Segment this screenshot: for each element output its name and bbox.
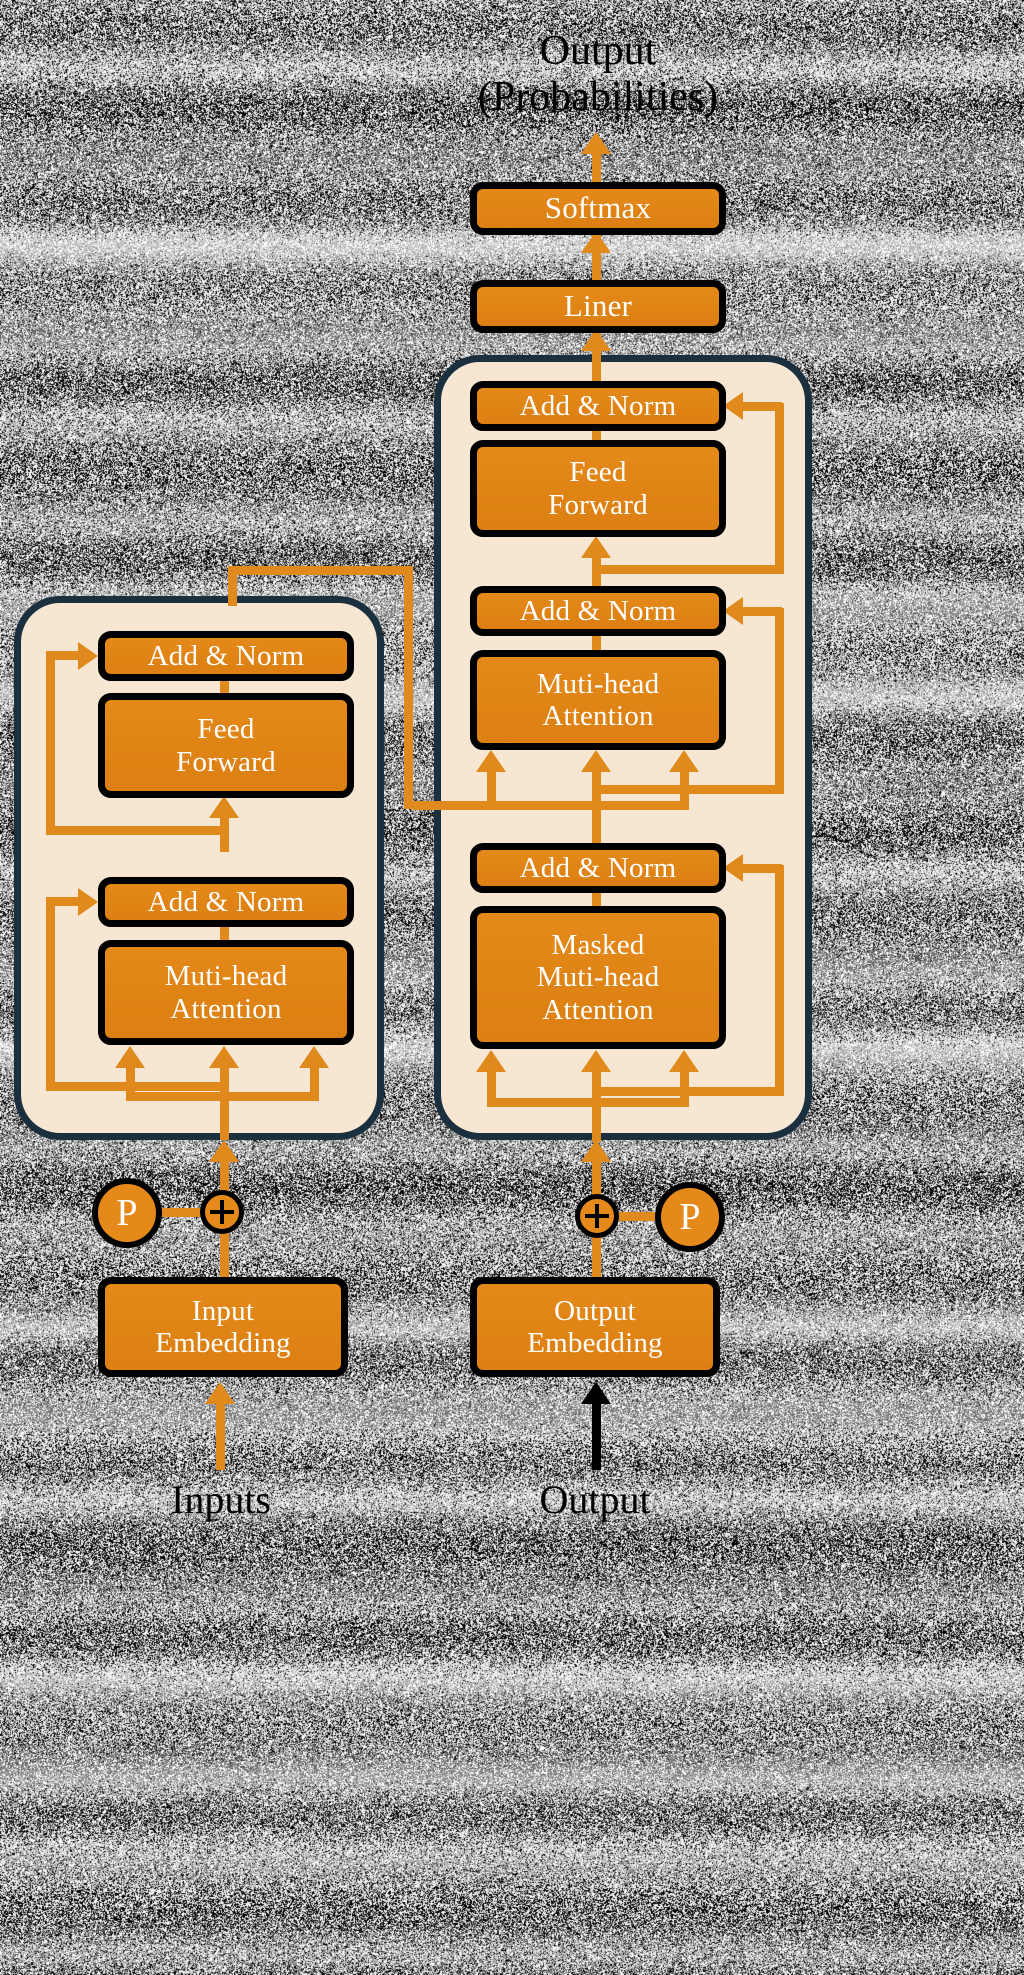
output-to-embedding-head xyxy=(581,1382,611,1404)
encoder-multi-head-attention[interactable]: Muti-head Attention xyxy=(98,940,354,1045)
decoder-addnorm2-to-ff-line xyxy=(592,556,601,588)
encoder-addnorm1-to-ff-head xyxy=(209,796,239,818)
decoder-mha-input-head-3 xyxy=(669,750,699,772)
positional-encoding-right-label: P xyxy=(679,1195,700,1239)
arrow-softmax-to-output-line xyxy=(592,152,601,184)
decoder-feed-forward[interactable]: Feed Forward xyxy=(470,440,726,537)
encoder-output-crossbar xyxy=(228,566,413,575)
decoder-masked-input-stem-2 xyxy=(592,1072,601,1142)
encoder-residual-2-left xyxy=(46,652,55,832)
encoder-feed-forward-label: Feed Forward xyxy=(176,713,276,778)
decoder-feed-forward-label: Feed Forward xyxy=(548,456,648,521)
decoder-add-norm-2-label: Add & Norm xyxy=(520,595,677,627)
output-embedding-label: Output Embedding xyxy=(527,1295,663,1360)
decoder-masked-mha-label: Masked Muti-head Attention xyxy=(537,929,660,1026)
encoder-residual-2-bottom xyxy=(46,826,226,835)
decoder-add-norm-2[interactable]: Add & Norm xyxy=(470,586,726,636)
encoder-add-norm-1-label: Add & Norm xyxy=(148,886,305,918)
encoder-residual-1-top xyxy=(46,897,82,906)
decoder-masked-input-head-1 xyxy=(476,1050,506,1072)
decoder-add-norm-1-label: Add & Norm xyxy=(520,852,677,884)
inputs-to-embedding-head xyxy=(205,1382,235,1404)
arrow-softmax-to-output-head xyxy=(581,132,611,154)
liner-label: Liner xyxy=(564,289,632,324)
decoder-add-norm-3-label: Add & Norm xyxy=(520,390,677,422)
decoder-residual-2-right xyxy=(775,608,784,790)
positional-add-right xyxy=(575,1194,619,1238)
decoder-add-norm-3[interactable]: Add & Norm xyxy=(470,381,726,431)
decoder-residual-3-right xyxy=(775,403,784,573)
positional-encoding-left-label: P xyxy=(116,1191,137,1235)
liner-box[interactable]: Liner xyxy=(470,280,726,333)
encoder-input-riser-head xyxy=(209,1140,239,1162)
decoder-residual-1-right xyxy=(775,865,784,1092)
decoder-cross-attention-bus xyxy=(413,801,689,810)
decoder-masked-multi-head-attention[interactable]: Masked Muti-head Attention xyxy=(470,906,726,1049)
decoder-add-norm-1[interactable]: Add & Norm xyxy=(470,843,726,893)
decoder-masked-input-bus xyxy=(487,1098,689,1107)
encoder-addnorm1-to-ff-line xyxy=(220,818,229,852)
output-to-embedding-line xyxy=(592,1404,601,1470)
encoder-mha-input-head-3 xyxy=(299,1046,329,1068)
output-embedding[interactable]: Output Embedding xyxy=(470,1277,720,1377)
decoder-input-riser-head xyxy=(581,1140,611,1162)
encoder-residual-1-left xyxy=(46,898,55,1088)
decoder-residual-1-top xyxy=(742,864,782,873)
softmax-box[interactable]: Softmax xyxy=(470,182,726,235)
decoder-addnorm2-to-ff-head xyxy=(581,536,611,558)
decoder-residual-3-bottom xyxy=(598,565,784,574)
decoder-residual-2-top xyxy=(742,607,782,616)
decoder-residual-1-bottom xyxy=(598,1087,784,1096)
softmax-label: Softmax xyxy=(545,191,651,226)
decoder-masked-input-head-2 xyxy=(581,1050,611,1072)
decoder-residual-3-arrowhead xyxy=(723,392,743,420)
inputs-to-embedding-line xyxy=(216,1404,225,1470)
decoder-multi-head-attention-label: Muti-head Attention xyxy=(537,668,660,733)
encoder-add-norm-2-label: Add & Norm xyxy=(148,640,305,672)
encoder-mha-input-stem-2 xyxy=(220,1068,229,1140)
encoder-output-dropper xyxy=(404,566,413,809)
encoder-multi-head-attention-label: Muti-head Attention xyxy=(165,960,288,1025)
decoder-residual-3-top xyxy=(742,402,782,411)
encoder-residual-1-arrowhead xyxy=(78,888,98,916)
encoder-mha-input-bus xyxy=(126,1092,319,1101)
input-embedding-label: Input Embedding xyxy=(155,1295,291,1360)
encoder-mha-input-head-2 xyxy=(209,1046,239,1068)
positional-encoding-left[interactable]: P xyxy=(92,1178,162,1248)
positional-encoding-right[interactable]: P xyxy=(655,1182,725,1252)
decoder-residual-2-bottom xyxy=(598,785,784,794)
decoder-multi-head-attention[interactable]: Muti-head Attention xyxy=(470,650,726,750)
encoder-add-norm-2[interactable]: Add & Norm xyxy=(98,631,354,681)
positional-add-left xyxy=(200,1190,244,1234)
decoder-residual-1-arrowhead xyxy=(723,854,743,882)
decoder-residual-2-arrowhead xyxy=(723,597,743,625)
inputs-label: Inputs xyxy=(96,1478,346,1522)
encoder-residual-2-arrowhead xyxy=(78,642,98,670)
decoder-masked-input-head-3 xyxy=(669,1050,699,1072)
encoder-mha-input-head-1 xyxy=(115,1046,145,1068)
encoder-feed-forward[interactable]: Feed Forward xyxy=(98,693,354,798)
input-embedding[interactable]: Input Embedding xyxy=(98,1277,348,1377)
decoder-mha-input-head-1 xyxy=(476,750,506,772)
output-probabilities-label: Output (Probabilities) xyxy=(352,28,844,120)
output-label: Output xyxy=(470,1478,720,1522)
decoder-mha-input-head-2 xyxy=(581,750,611,772)
encoder-residual-2-top xyxy=(46,651,82,660)
encoder-add-norm-1[interactable]: Add & Norm xyxy=(98,877,354,927)
encoder-residual-1-bottom xyxy=(46,1082,226,1091)
